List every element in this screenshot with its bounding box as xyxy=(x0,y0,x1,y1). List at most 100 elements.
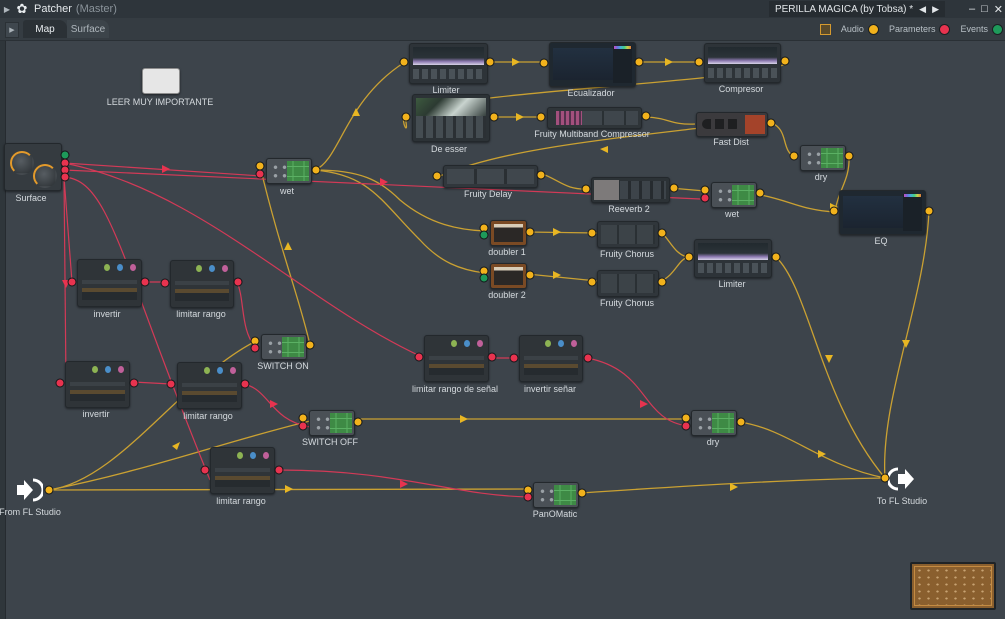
project-selector[interactable]: PERILLA MAGICA (by Tobsa) * ◀ ▶ xyxy=(768,1,945,17)
doubler-node[interactable] xyxy=(490,220,527,246)
minimize-button[interactable]: – xyxy=(969,3,976,15)
dry-mixer-node[interactable] xyxy=(691,410,737,436)
audio-port[interactable] xyxy=(755,188,765,198)
parameter-port[interactable] xyxy=(60,172,70,182)
fruity-delay-node[interactable] xyxy=(443,165,538,188)
parameter-port[interactable] xyxy=(298,421,308,431)
audio-port[interactable] xyxy=(525,270,535,280)
eq-node[interactable] xyxy=(839,190,926,235)
patcher-map-canvas[interactable] xyxy=(0,41,1005,619)
script-node[interactable] xyxy=(65,361,130,408)
parameter-port[interactable] xyxy=(681,421,691,431)
script-node[interactable] xyxy=(170,260,234,308)
legend-events-label[interactable]: Events xyxy=(960,24,988,34)
parameter-port[interactable] xyxy=(523,492,533,502)
parameter-port[interactable] xyxy=(240,379,250,389)
reeverb-node[interactable] xyxy=(591,177,670,203)
parameter-port[interactable] xyxy=(414,352,424,362)
note-node[interactable] xyxy=(142,68,180,94)
audio-port[interactable] xyxy=(684,252,694,262)
audio-port[interactable] xyxy=(780,56,790,66)
legend-audio-label[interactable]: Audio xyxy=(840,24,864,34)
script-node[interactable] xyxy=(77,259,142,307)
multiband-compressor-node[interactable] xyxy=(547,107,642,129)
audio-dot-icon[interactable] xyxy=(867,23,879,35)
audio-port[interactable] xyxy=(353,417,363,427)
audio-port[interactable] xyxy=(880,473,890,483)
audio-port[interactable] xyxy=(536,170,546,180)
parameter-port[interactable] xyxy=(700,193,710,203)
audio-input-icon[interactable] xyxy=(15,477,43,503)
fruity-chorus-node[interactable] xyxy=(597,270,659,297)
audio-port[interactable] xyxy=(766,118,776,128)
parameter-port[interactable] xyxy=(67,277,77,287)
de-esser-node[interactable] xyxy=(412,94,490,142)
tab-map[interactable]: Map xyxy=(23,20,67,38)
ecualizador-node[interactable] xyxy=(549,42,636,87)
switch-on-node[interactable] xyxy=(261,334,307,360)
close-button[interactable]: ✕ xyxy=(993,3,1003,16)
sidebar-toggle-icon[interactable]: ▶ xyxy=(5,22,19,38)
dry-mixer-node[interactable] xyxy=(800,145,846,171)
parameter-port[interactable] xyxy=(509,353,519,363)
doubler-node[interactable] xyxy=(490,263,527,289)
audio-port[interactable] xyxy=(311,165,321,175)
knob-icon[interactable] xyxy=(33,164,57,188)
collapse-arrow-icon[interactable]: ▶ xyxy=(3,4,11,14)
audio-port[interactable] xyxy=(789,151,799,161)
parameter-port[interactable] xyxy=(200,465,210,475)
audio-port[interactable] xyxy=(641,111,651,121)
legend-parameters-label[interactable]: Parameters xyxy=(888,24,936,34)
panomatic-node[interactable] xyxy=(533,482,579,508)
parameter-port[interactable] xyxy=(487,352,497,362)
script-node[interactable] xyxy=(210,447,275,494)
audio-port[interactable] xyxy=(536,112,546,122)
script-node[interactable] xyxy=(177,362,242,409)
event-port[interactable] xyxy=(479,230,489,240)
audio-port[interactable] xyxy=(581,184,591,194)
event-port[interactable] xyxy=(479,273,489,283)
fast-dist-node[interactable] xyxy=(696,112,768,137)
parameter-port[interactable] xyxy=(250,343,260,353)
parameter-port[interactable] xyxy=(160,278,170,288)
audio-port[interactable] xyxy=(669,183,679,193)
audio-port[interactable] xyxy=(485,57,495,67)
audio-port[interactable] xyxy=(829,206,839,216)
switch-off-node[interactable] xyxy=(309,410,355,436)
audio-port[interactable] xyxy=(401,112,411,122)
audio-port[interactable] xyxy=(489,112,499,122)
audio-port[interactable] xyxy=(657,228,667,238)
audio-port[interactable] xyxy=(399,57,409,67)
wet-mixer-node[interactable] xyxy=(711,182,757,208)
parameter-port[interactable] xyxy=(233,277,243,287)
surface-node[interactable] xyxy=(4,143,62,191)
next-project-icon[interactable]: ▶ xyxy=(932,3,939,14)
knob-icon[interactable] xyxy=(10,151,34,175)
events-dot-icon[interactable] xyxy=(992,23,1003,35)
limiter-node[interactable] xyxy=(694,239,772,278)
audio-port[interactable] xyxy=(844,151,854,161)
gear-icon[interactable]: ✿ xyxy=(16,1,28,16)
audio-port[interactable] xyxy=(577,488,587,498)
parameter-port[interactable] xyxy=(255,169,265,179)
parameter-port[interactable] xyxy=(129,378,139,388)
audio-port[interactable] xyxy=(525,227,535,237)
parameter-port[interactable] xyxy=(55,378,65,388)
prev-project-icon[interactable]: ◀ xyxy=(919,3,927,14)
script-node[interactable] xyxy=(519,335,583,382)
script-node[interactable] xyxy=(424,335,489,382)
audio-port[interactable] xyxy=(587,277,597,287)
audio-port[interactable] xyxy=(694,57,704,67)
compresor-node[interactable] xyxy=(704,43,781,83)
audio-port[interactable] xyxy=(657,277,667,287)
audio-port[interactable] xyxy=(634,57,644,67)
audio-port[interactable] xyxy=(432,171,442,181)
fruity-chorus-node[interactable] xyxy=(597,221,659,248)
tab-surface[interactable]: Surface xyxy=(67,20,109,38)
audio-port[interactable] xyxy=(587,228,597,238)
parameters-dot-icon[interactable] xyxy=(939,23,951,35)
minimap[interactable] xyxy=(910,562,996,610)
wet-mixer-node[interactable] xyxy=(266,158,312,184)
audio-port[interactable] xyxy=(305,340,315,350)
parameter-port[interactable] xyxy=(166,379,176,389)
